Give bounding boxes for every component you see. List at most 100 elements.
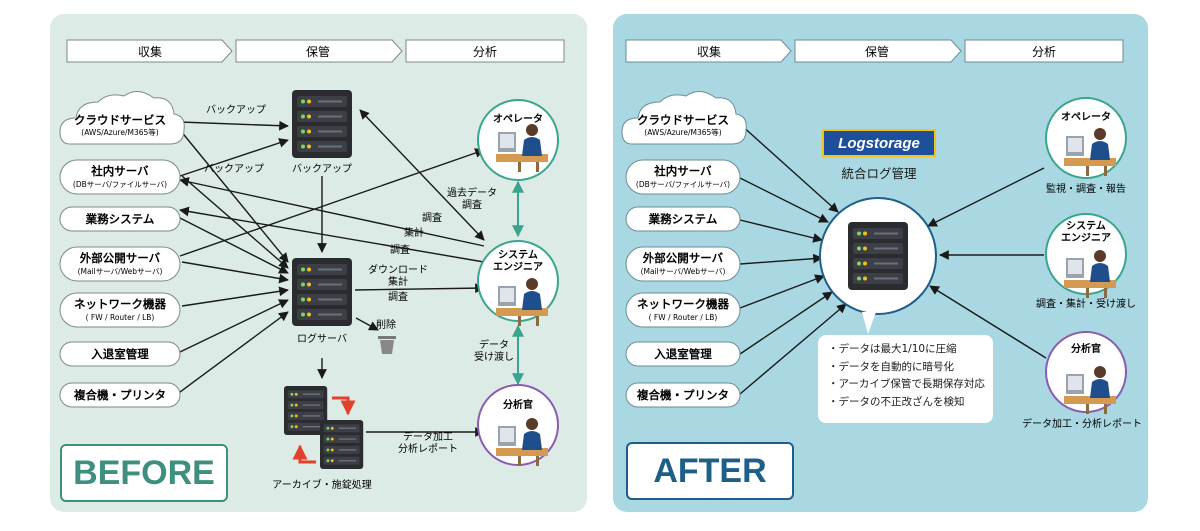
features-callout: ・データは最大1/10に圧縮 ・データを自動的に暗号化 ・アーカイブ保管で長期保… <box>818 335 993 423</box>
engineer-label: エンジニア <box>493 261 543 273</box>
central-log-server <box>819 197 937 334</box>
analyst-caption: データ加工・分析レポート <box>1022 417 1142 430</box>
edge-label: データ加工 <box>403 430 453 443</box>
stage-box <box>964 39 1124 63</box>
edge-label: データ <box>479 338 509 351</box>
stage-chevron <box>66 39 233 63</box>
source-box <box>625 382 741 408</box>
after-analyst: 分析官 データ加工・分析レポート <box>1022 331 1142 430</box>
backup-server-icon <box>291 89 353 159</box>
edge-label: バックアップ <box>204 163 264 175</box>
delete-label: 削除 <box>376 318 396 331</box>
stage-chevron <box>235 39 403 63</box>
source-box <box>59 159 181 195</box>
logstorage-logo: Logstorage <box>822 129 936 157</box>
stage-chevron <box>794 39 962 63</box>
logo-caption: 統合ログ管理 <box>841 166 917 181</box>
edge-label: 分析レポート <box>398 442 458 455</box>
engineer-caption: 調査・集計・受け渡し <box>1036 297 1136 310</box>
edge-label: 調査 <box>388 290 408 303</box>
analyst-label: 分析官 <box>503 398 533 411</box>
source-box <box>59 246 181 282</box>
edge-label: 調査 <box>462 198 482 211</box>
source-title: 社内サーバ <box>653 164 712 178</box>
feature-item: ・データを自動的に暗号化 <box>828 360 954 373</box>
source-box <box>625 292 741 328</box>
source-box <box>59 382 181 408</box>
operator-caption: 監視・調査・報告 <box>1046 182 1126 195</box>
callout-pointer <box>862 312 876 334</box>
analyst-label: 分析官 <box>1071 342 1101 355</box>
edge-label: 受け渡し <box>474 350 514 363</box>
feature-item: ・アーカイブ保管で長期保存対応 <box>828 378 985 390</box>
source-box <box>59 292 181 328</box>
edge-label: 過去データ <box>447 186 497 199</box>
after-sources: クラウドサービス (AWS/Azure/M365等) 社内サーバ (DBサーバ/… <box>621 90 747 408</box>
source-sub: (Mailサーバ/Webサーバ) <box>78 267 163 276</box>
source-title: ネットワーク機器 <box>637 297 729 311</box>
source-box <box>625 206 741 232</box>
archive-label: アーカイブ・施錠処理 <box>272 478 371 491</box>
source-box <box>59 341 181 367</box>
before-sources: クラウドサービス (AWS/Azure/M365等) 社内サーバ (DBサーバ/… <box>59 90 185 408</box>
engineer-label: システム <box>498 249 538 261</box>
stage-box <box>405 39 565 63</box>
edge-label: 調査 <box>422 211 442 224</box>
operator-label: オペレータ <box>1061 111 1111 123</box>
engineer-label: エンジニア <box>1061 232 1111 244</box>
stage-label: 収集 <box>697 44 721 59</box>
backup-server-label: バックアップ <box>292 163 352 175</box>
source-sub: (Mailサーバ/Webサーバ) <box>641 267 726 276</box>
feature-item: ・データは最大1/10に圧縮 <box>828 343 957 355</box>
source-title: 業務システム <box>85 212 155 226</box>
trash-icon <box>378 336 396 354</box>
archive-server-icon <box>283 385 364 470</box>
source-title: クラウドサービス <box>637 113 729 127</box>
edge-label: 集計 <box>388 275 408 288</box>
source-sub: ( FW / Router / LB) <box>649 313 718 322</box>
edge-label: ダウンロード <box>368 263 428 276</box>
archive-red-arrow <box>292 444 316 464</box>
after-badge: AFTER <box>626 442 794 500</box>
archive-red-arrow <box>332 396 356 416</box>
source-title: 入退室管理 <box>654 347 712 361</box>
operator-label: オペレータ <box>493 113 543 125</box>
stage-label: 収集 <box>138 44 162 59</box>
source-sub: ( FW / Router / LB) <box>86 313 155 322</box>
stage-label: 分析 <box>1032 45 1056 59</box>
before-edge-labels: バックアップ バックアップ 過去データ 調査 調査 集計 調査 ダウンロード 集… <box>204 104 514 455</box>
log-server-icon <box>291 257 353 327</box>
source-title: ネットワーク機器 <box>74 297 166 311</box>
edge-label: 集計 <box>404 226 424 239</box>
before-analyst: 分析官 <box>477 384 559 466</box>
stage-label: 保管 <box>865 44 889 59</box>
source-title: 複合機・プリンタ <box>73 388 166 402</box>
server-icon <box>847 221 909 291</box>
before-engineer: システム エンジニア <box>477 240 559 326</box>
source-title: 入退室管理 <box>91 347 149 361</box>
source-title: 複合機・プリンタ <box>636 388 729 402</box>
source-title: クラウドサービス <box>74 113 166 127</box>
before-arrows <box>179 109 485 437</box>
before-stage-header: 収集 保管 分析 <box>66 39 565 63</box>
source-sub: (DBサーバ/ファイルサーバ) <box>636 180 730 189</box>
stage-chevron <box>625 39 792 63</box>
source-sub: (DBサーバ/ファイルサーバ) <box>73 180 167 189</box>
after-arrows <box>739 123 1047 395</box>
after-stage-header: 収集 保管 分析 <box>625 39 1124 63</box>
feature-item: ・データの不正改ざんを検知 <box>828 395 965 408</box>
before-badge: BEFORE <box>60 444 228 502</box>
before-operator: オペレータ <box>477 99 559 181</box>
source-title: 外部公開サーバ <box>642 251 724 265</box>
edge-label: バックアップ <box>206 104 266 116</box>
source-box <box>625 159 741 195</box>
after-engineer: システム エンジニア 調査・集計・受け渡し <box>1036 213 1136 310</box>
engineer-label: システム <box>1066 220 1106 232</box>
source-title: 業務システム <box>648 212 718 226</box>
source-box <box>625 246 741 282</box>
source-box <box>625 341 741 367</box>
after-operator: オペレータ 監視・調査・報告 <box>1045 97 1127 195</box>
source-sub: (AWS/Azure/M365等) <box>81 127 159 137</box>
source-sub: (AWS/Azure/M365等) <box>644 127 722 137</box>
